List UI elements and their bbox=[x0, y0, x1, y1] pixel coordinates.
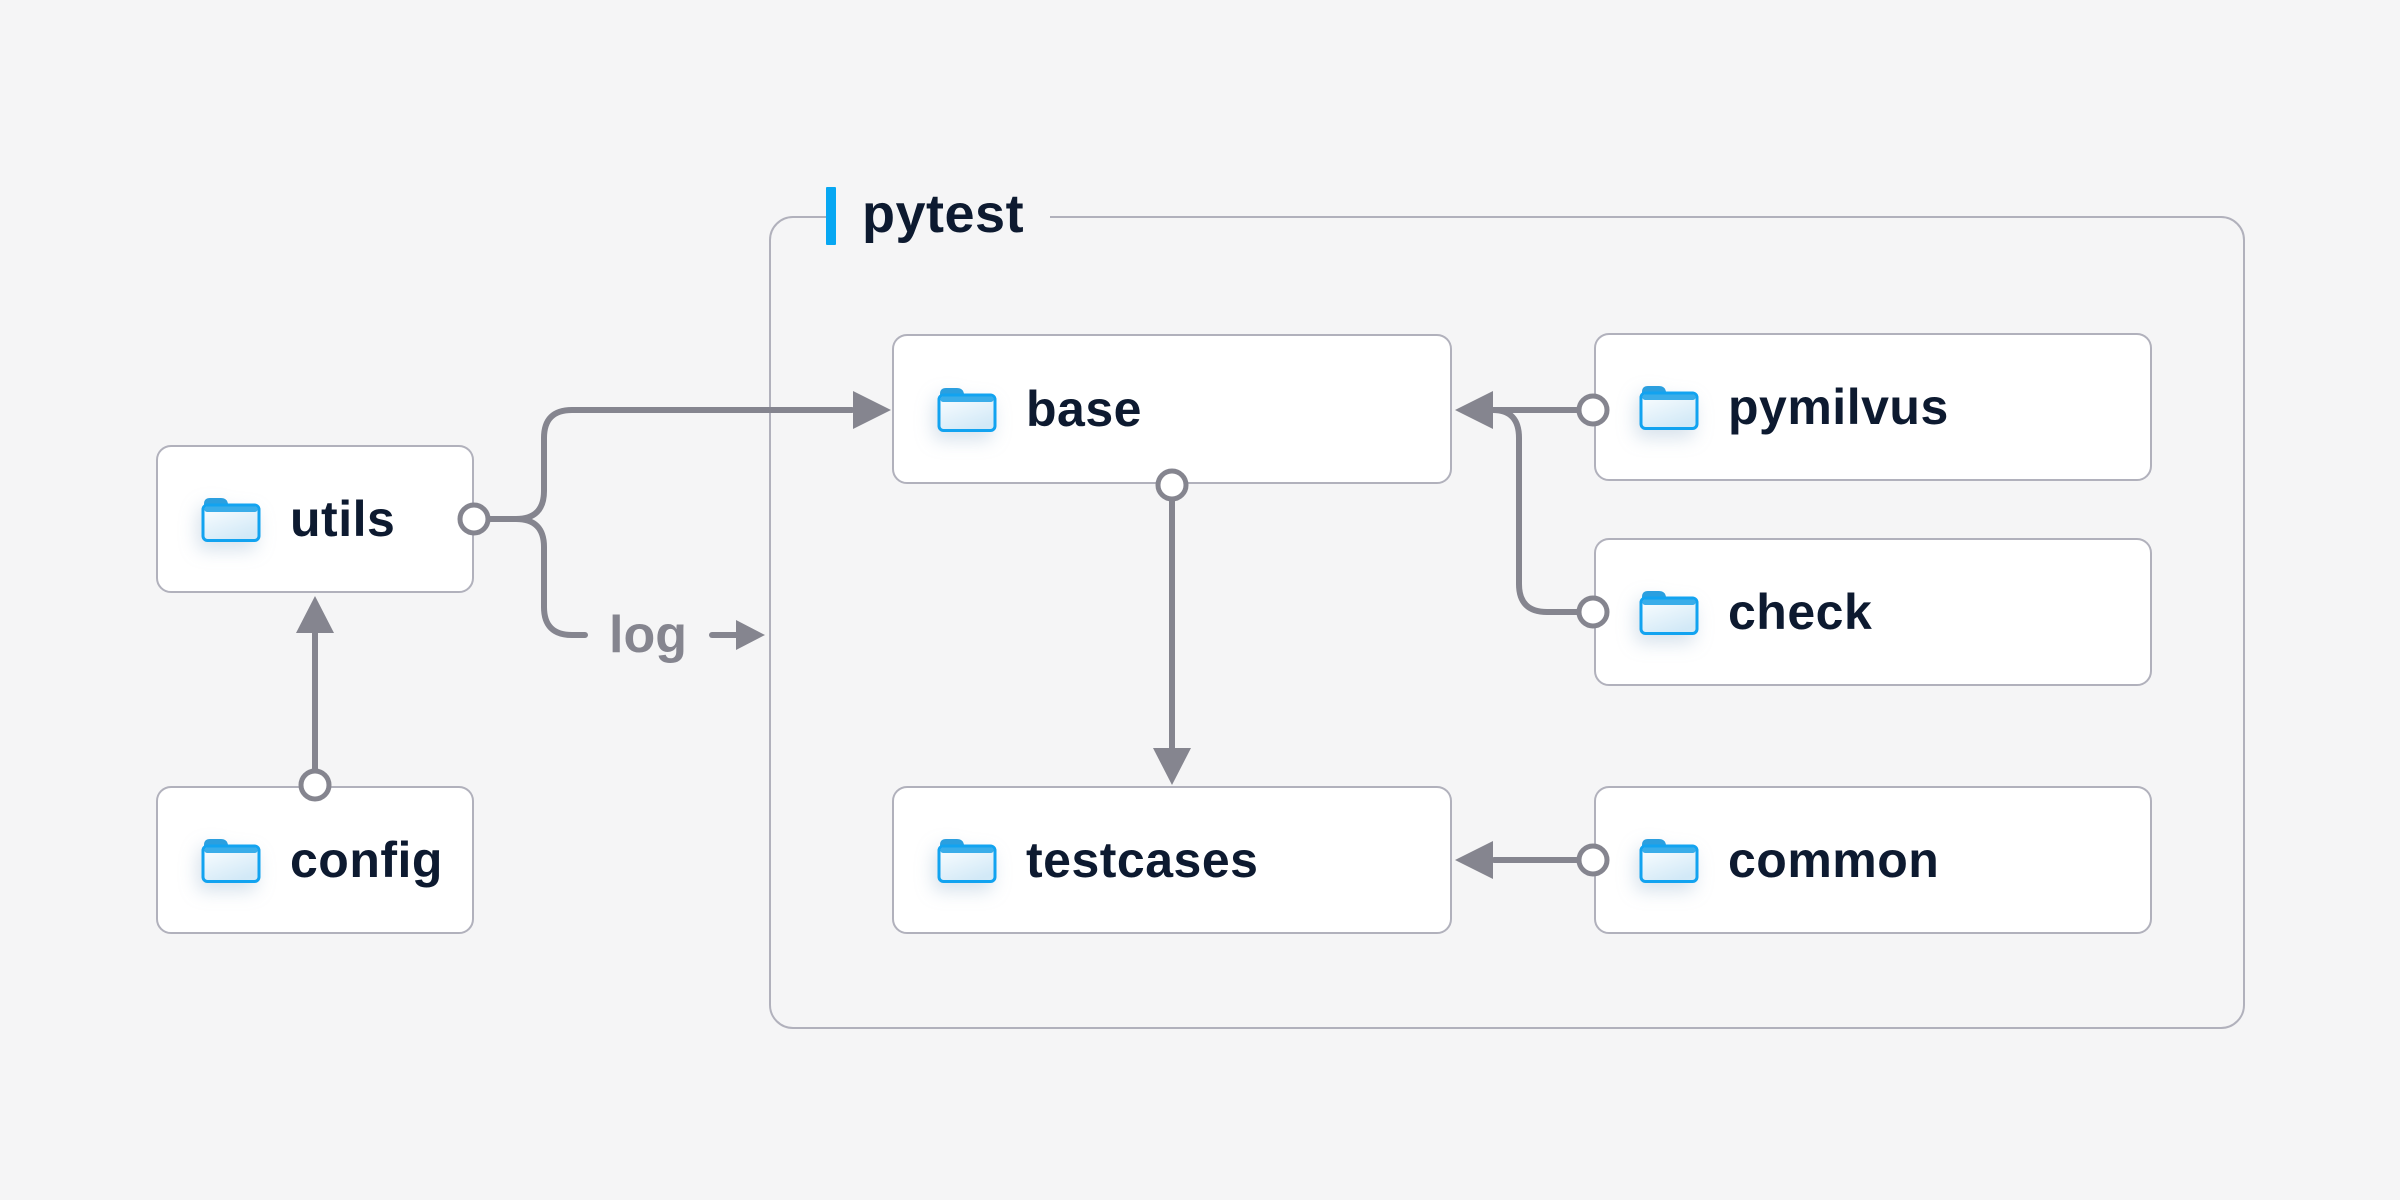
pytest-group-container bbox=[769, 216, 2245, 1029]
node-label-check: check bbox=[1728, 584, 1873, 640]
node-utils: utils bbox=[156, 445, 474, 593]
node-pymilvus: pymilvus bbox=[1594, 333, 2152, 481]
node-label-base: base bbox=[1026, 381, 1142, 437]
node-label-common: common bbox=[1728, 832, 1940, 888]
arrowhead-right-icon bbox=[736, 620, 765, 650]
node-common: common bbox=[1594, 786, 2152, 934]
node-base: base bbox=[892, 334, 1452, 484]
folder-icon bbox=[937, 839, 997, 883]
node-label-config: config bbox=[290, 832, 443, 888]
node-testcases: testcases bbox=[892, 786, 1452, 934]
folder-icon bbox=[201, 498, 261, 542]
folder-icon bbox=[201, 839, 261, 883]
folder-icon bbox=[937, 388, 997, 432]
edge-label-log: log bbox=[609, 606, 687, 664]
folder-icon bbox=[1639, 591, 1699, 635]
accent-bar bbox=[826, 187, 836, 245]
node-label-utils: utils bbox=[290, 491, 396, 547]
node-label-testcases: testcases bbox=[1026, 832, 1259, 888]
group-label-text: pytest bbox=[862, 184, 1025, 244]
edge-utils-log bbox=[485, 516, 588, 638]
arrowhead-up-icon bbox=[296, 596, 334, 633]
node-config: config bbox=[156, 786, 474, 934]
folder-icon bbox=[1639, 839, 1699, 883]
node-label-pymilvus: pymilvus bbox=[1728, 379, 1949, 435]
node-check: check bbox=[1594, 538, 2152, 686]
folder-icon bbox=[1639, 386, 1699, 430]
group-label-pytest: pytest bbox=[826, 184, 1051, 246]
